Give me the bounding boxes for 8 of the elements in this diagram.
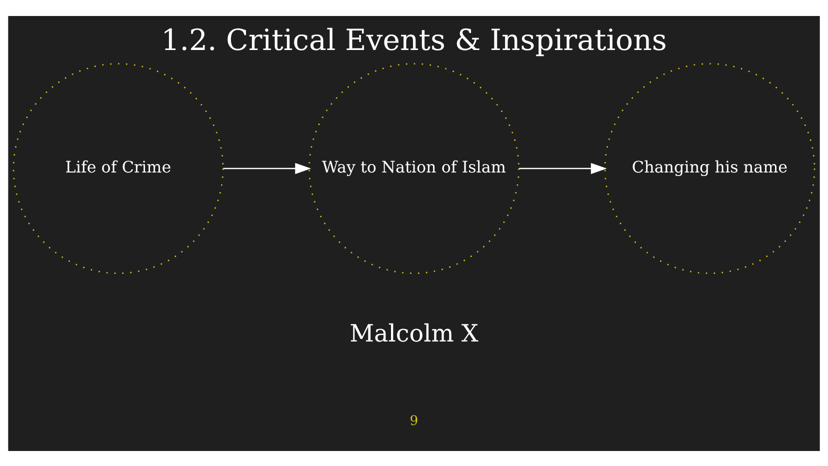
- node-circle: Changing his name: [604, 62, 816, 274]
- label: Malcolm X: [350, 318, 478, 347]
- node-circle: Life of Crime: [12, 62, 224, 274]
- label: 9: [410, 414, 418, 429]
- arrow: [223, 162, 312, 174]
- diagram-title: 1.2. Critical Events & Inspirations: [161, 22, 667, 56]
- arrow: [519, 162, 607, 174]
- node-circle: Way to Nation of Islam: [308, 62, 520, 274]
